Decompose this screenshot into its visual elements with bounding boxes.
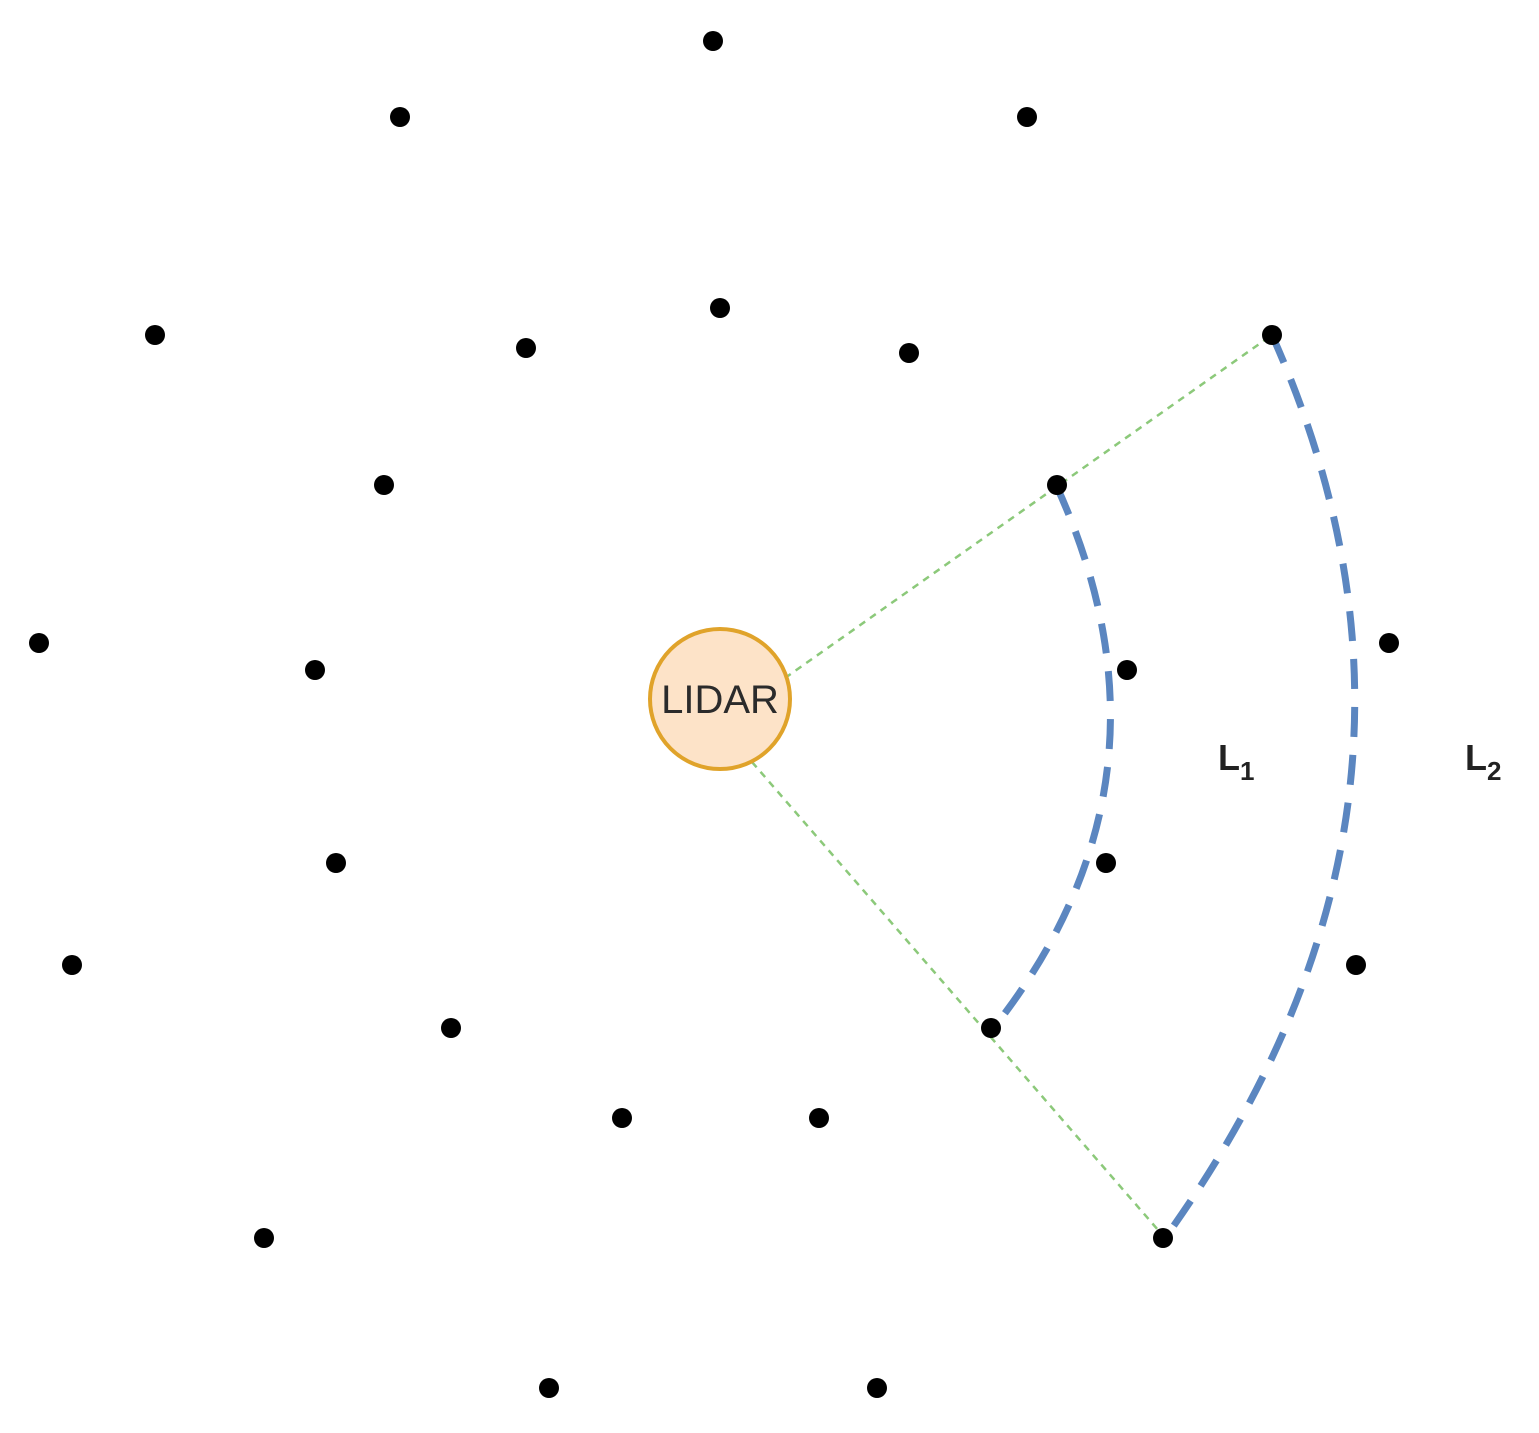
layer-l1-arc [989,485,1114,1033]
scan-point [441,1018,461,1038]
layer-l2-label: L2 [1465,737,1501,786]
scan-point [516,338,536,358]
scan-point [1346,955,1366,975]
scan-point [390,107,410,127]
scan-point [899,343,919,363]
lower-ray [751,761,1166,1239]
scan-point [305,660,325,680]
scan-point [29,633,49,653]
scan-point [1047,475,1067,495]
upper-ray [784,333,1273,680]
scan-point [1017,107,1037,127]
scan-point [374,475,394,495]
scan-point [145,325,165,345]
layer-l2-arc [1162,333,1359,1241]
scan-point [1117,660,1137,680]
point-cloud [29,31,1399,1398]
scan-point [1262,325,1282,345]
lidar-circle [648,627,792,771]
scan-point [62,955,82,975]
scan-point [1379,633,1399,653]
scan-point [539,1378,559,1398]
scan-point [710,298,730,318]
scan-point [981,1018,1001,1038]
scan-point [326,853,346,873]
scan-point [703,31,723,51]
layer-l2-letter: L [1465,737,1487,778]
scan-point [612,1108,632,1128]
layer-l1-label: L1 [1218,737,1254,786]
lidar-label: LIDAR [661,678,779,722]
scan-point [1096,853,1116,873]
scan-point [1153,1228,1173,1248]
layer-l1-subscript: 1 [1240,756,1254,786]
lidar-sensor: LIDAR [648,627,792,771]
layer-l2-subscript: 2 [1487,756,1501,786]
layer-l1-letter: L [1218,737,1240,778]
scan-point [254,1228,274,1248]
scan-point [867,1378,887,1398]
scan-point [809,1108,829,1128]
